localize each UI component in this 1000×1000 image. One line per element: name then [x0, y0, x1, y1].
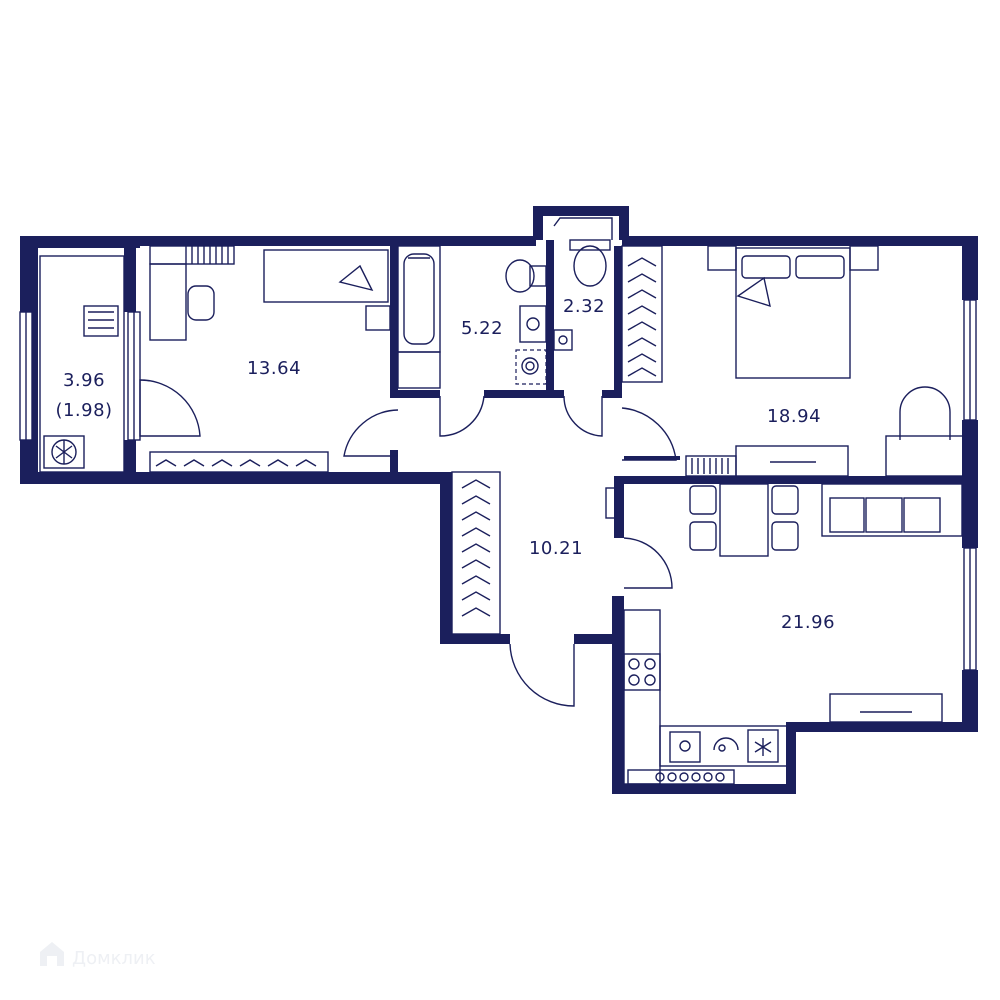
stove-icon: [623, 653, 661, 691]
hallway-area-label: 10.21: [529, 538, 583, 559]
bedroom-small-furniture: [149, 245, 391, 473]
bathroom-area-label: 5.22: [461, 318, 503, 339]
balcony-area-label: 3.96: [63, 370, 105, 391]
bedroom-small-area-label: 13.64: [247, 358, 301, 379]
dishwasher-icon: [713, 737, 739, 752]
fridge-icon: [747, 729, 779, 763]
plant-icon: [43, 435, 85, 469]
wardrobe-hallway: [451, 471, 501, 635]
sofa: [821, 483, 963, 537]
wardrobe-large-bedroom: [621, 245, 663, 383]
watermark-text: Домклик: [72, 948, 156, 969]
bedroom-large-area-label: 18.94: [767, 406, 821, 427]
walls: [20, 206, 978, 794]
balcony-furniture: [39, 255, 125, 473]
toilet-area-label: 2.32: [563, 296, 605, 317]
kitchen-living-furniture: [623, 483, 963, 785]
radiator-kitchen: [627, 769, 735, 785]
kitchen-living-area-label: 21.96: [781, 612, 835, 633]
balcony-area-coef-label: (1.98): [55, 400, 112, 421]
area-labels: 3.96 (1.98) 13.64 5.22 2.32 18.94 10.21 …: [55, 296, 835, 633]
house-logo-icon: [40, 942, 64, 966]
hallway-furniture: [451, 471, 617, 635]
doors: [139, 379, 677, 707]
bathroom-fixtures: [397, 245, 547, 389]
windows: [19, 299, 977, 671]
sink-icon: [669, 731, 701, 763]
bedroom-large-furniture: [621, 245, 965, 477]
toilet-fixtures: [553, 217, 613, 351]
watermark: Домклик: [40, 942, 156, 969]
wardrobe-small-bedroom: [149, 451, 329, 473]
